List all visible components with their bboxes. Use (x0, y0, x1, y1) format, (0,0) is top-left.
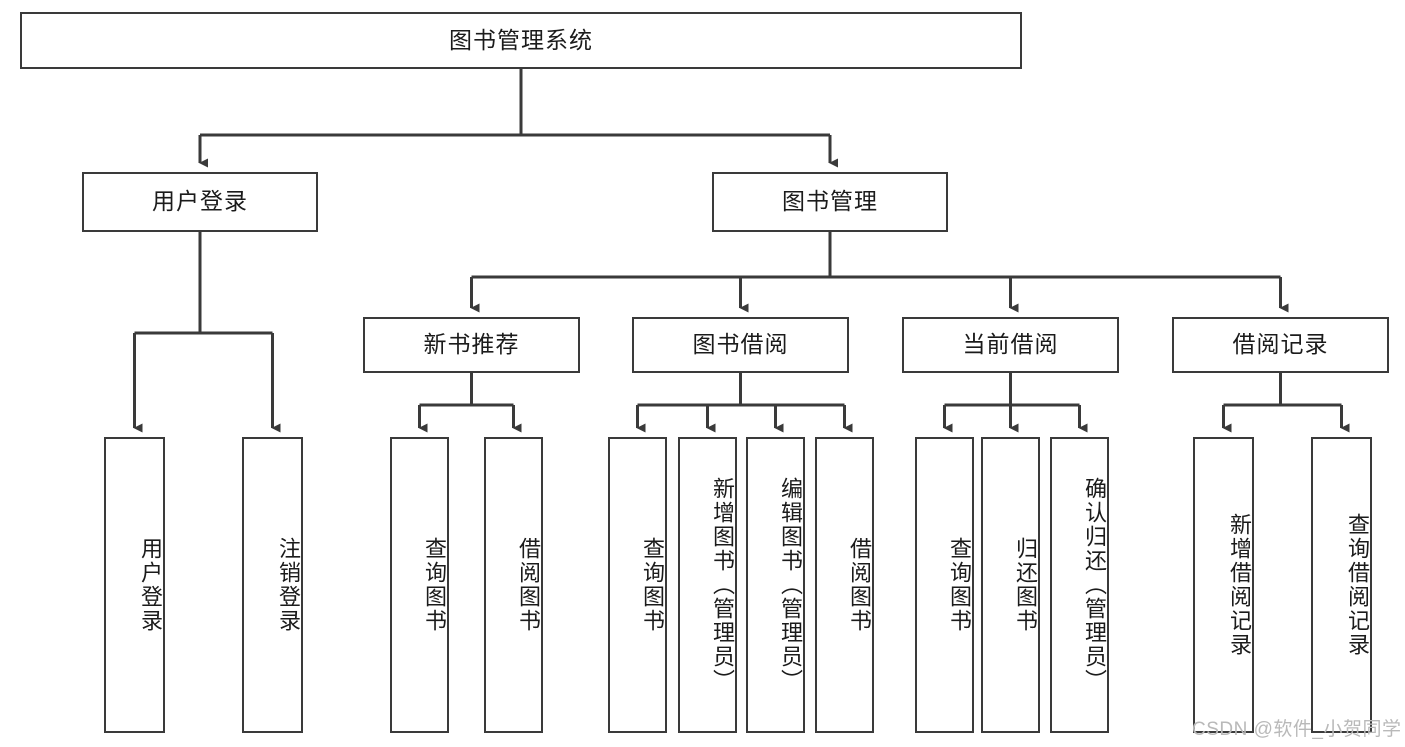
node-leaf-borrow-book-2[interactable]: 借阅图书 (815, 437, 874, 733)
node-leaf-confirm-return[interactable]: 确认归还（管理员） (1050, 437, 1109, 733)
node-leaf-edit-book[interactable]: 编辑图书（管理员） (746, 437, 805, 733)
node-leaf-logout[interactable]: 注销登录 (242, 437, 303, 733)
node-label: 图书管理系统 (449, 26, 593, 53)
node-leaf-query-book-3[interactable]: 查询图书 (915, 437, 974, 733)
node-label: 新增图书（管理员） (710, 477, 735, 693)
node-label: 当前借阅 (962, 331, 1059, 358)
node-label: 借阅记录 (1232, 331, 1329, 358)
node-label: 用户登录 (138, 537, 163, 633)
node-label: 图书借阅 (692, 331, 789, 358)
node-new-book-rec[interactable]: 新书推荐 (363, 317, 580, 373)
node-book-borrow[interactable]: 图书借阅 (632, 317, 849, 373)
node-leaf-query-book-1[interactable]: 查询图书 (390, 437, 449, 733)
node-leaf-borrow-book-1[interactable]: 借阅图书 (484, 437, 543, 733)
node-label: 查询图书 (947, 537, 972, 633)
node-label: 归还图书 (1013, 537, 1038, 633)
node-leaf-user-login[interactable]: 用户登录 (104, 437, 165, 733)
node-label: 注销登录 (276, 537, 301, 633)
node-label: 查询借阅记录 (1345, 513, 1370, 657)
node-leaf-add-record[interactable]: 新增借阅记录 (1193, 437, 1254, 733)
node-borrow-record[interactable]: 借阅记录 (1172, 317, 1389, 373)
node-label: 新书推荐 (423, 331, 520, 358)
node-label: 编辑图书（管理员） (778, 477, 803, 693)
node-book-manage[interactable]: 图书管理 (712, 172, 948, 232)
node-label: 查询图书 (640, 537, 665, 633)
node-leaf-return-book[interactable]: 归还图书 (981, 437, 1040, 733)
node-label: 借阅图书 (847, 537, 872, 633)
node-leaf-add-book[interactable]: 新增图书（管理员） (678, 437, 737, 733)
node-label: 查询图书 (422, 537, 447, 633)
node-label: 用户登录 (152, 188, 248, 215)
node-label: 确认归还（管理员） (1082, 477, 1107, 693)
node-label: 图书管理 (782, 188, 878, 215)
node-current-borrow[interactable]: 当前借阅 (902, 317, 1119, 373)
node-root[interactable]: 图书管理系统 (20, 12, 1022, 69)
node-leaf-query-record[interactable]: 查询借阅记录 (1311, 437, 1372, 733)
node-label: 新增借阅记录 (1227, 513, 1252, 657)
node-user-login[interactable]: 用户登录 (82, 172, 318, 232)
node-label: 借阅图书 (516, 537, 541, 633)
node-leaf-query-book-2[interactable]: 查询图书 (608, 437, 667, 733)
csdn-watermark: CSDN @软件_小贺同学 (1192, 719, 1402, 740)
